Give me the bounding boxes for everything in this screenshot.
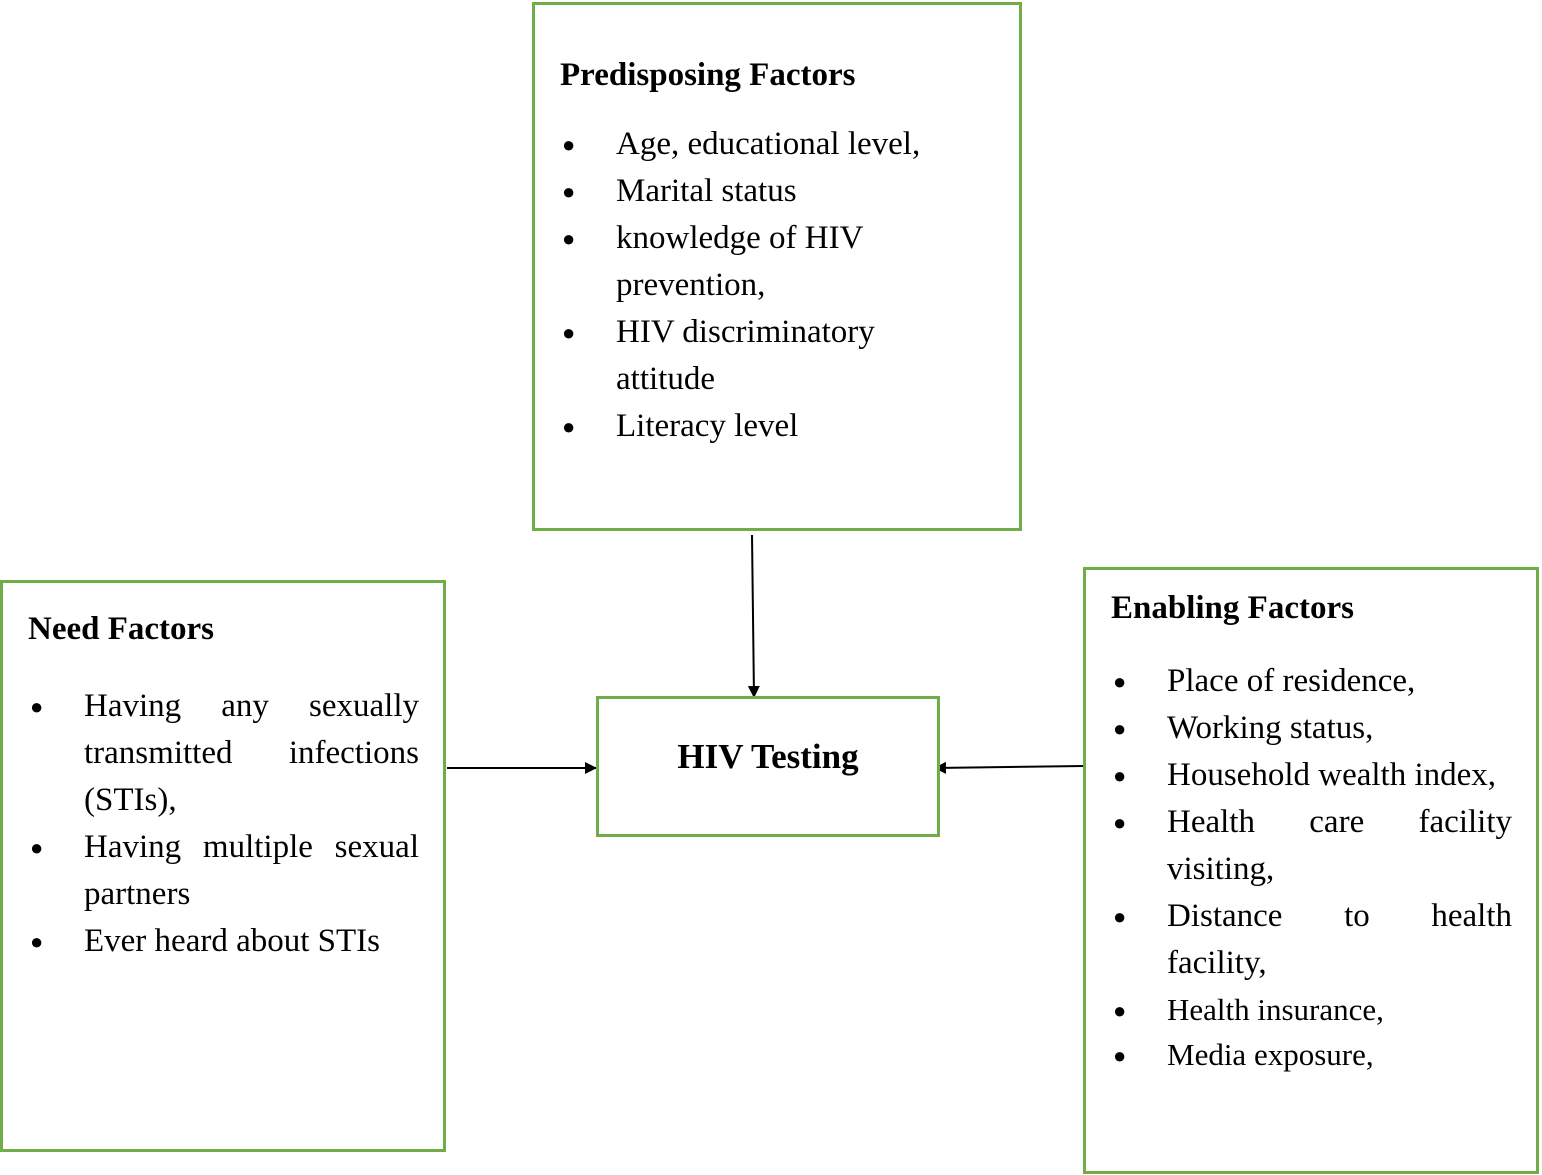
bullet-icon: ● xyxy=(1113,669,1127,694)
bullet-icon: ● xyxy=(562,320,576,345)
arrow-predisposing-to-hiv-testing xyxy=(747,534,760,698)
bullet-icon: ● xyxy=(1113,998,1127,1023)
list-item: ●Health insurance, xyxy=(1111,987,1512,1032)
hiv-testing-box: HIV Testing xyxy=(596,696,940,837)
list-item: ●HIV discriminatory attitude xyxy=(560,309,926,403)
list-item: ●Ever heard about STIs xyxy=(28,918,419,965)
need-factors-box: Need Factors ●Having any sexually transm… xyxy=(0,580,446,1152)
list-item: ●Working status, xyxy=(1111,705,1512,752)
list-item: ●Household wealth index, xyxy=(1111,752,1512,799)
predisposing-factors-list: ●Age, educational level, ●Marital status… xyxy=(560,121,999,450)
hiv-testing-label: HIV Testing xyxy=(677,737,859,776)
bullet-icon: ● xyxy=(1113,716,1127,741)
list-item: ●Place of residence, xyxy=(1111,658,1512,705)
list-item: ●Marital status xyxy=(560,168,999,215)
bullet-icon: ● xyxy=(1113,904,1127,929)
list-item: ●Having any sexually transmitted infecti… xyxy=(28,683,419,824)
bullet-icon: ● xyxy=(30,694,44,719)
enabling-factors-box: Enabling Factors ●Place of residence, ●W… xyxy=(1083,567,1539,1174)
bullet-icon: ● xyxy=(562,132,576,157)
list-item: ●Health care facility visiting, xyxy=(1111,799,1512,893)
list-item: ●Literacy level xyxy=(560,403,999,450)
list-item: ●Age, educational level, xyxy=(560,121,999,168)
bullet-icon: ● xyxy=(562,414,576,439)
predisposing-factors-box: Predisposing Factors ●Age, educational l… xyxy=(532,2,1022,531)
enabling-factors-list: ●Place of residence, ●Working status, ●H… xyxy=(1111,658,1512,1077)
bullet-icon: ● xyxy=(30,835,44,860)
predisposing-factors-title: Predisposing Factors xyxy=(560,57,856,93)
list-item: ●Having multiple sexual partners xyxy=(28,824,419,918)
list-item: ●Distance to health facility, xyxy=(1111,893,1512,987)
bullet-icon: ● xyxy=(1113,1043,1127,1068)
bullet-icon: ● xyxy=(1113,810,1127,835)
bullet-icon: ● xyxy=(562,179,576,204)
list-item: ●Media exposure, xyxy=(1111,1032,1512,1077)
need-factors-list: ●Having any sexually transmitted infecti… xyxy=(28,683,419,965)
bullet-icon: ● xyxy=(562,226,576,251)
bullet-icon: ● xyxy=(1113,763,1127,788)
enabling-factors-title: Enabling Factors xyxy=(1111,590,1354,626)
need-factors-title: Need Factors xyxy=(28,611,215,647)
arrow-enabling-to-hiv-testing xyxy=(934,761,1085,774)
list-item: ●knowledge of HIV prevention, xyxy=(560,215,906,309)
bullet-icon: ● xyxy=(30,929,44,954)
